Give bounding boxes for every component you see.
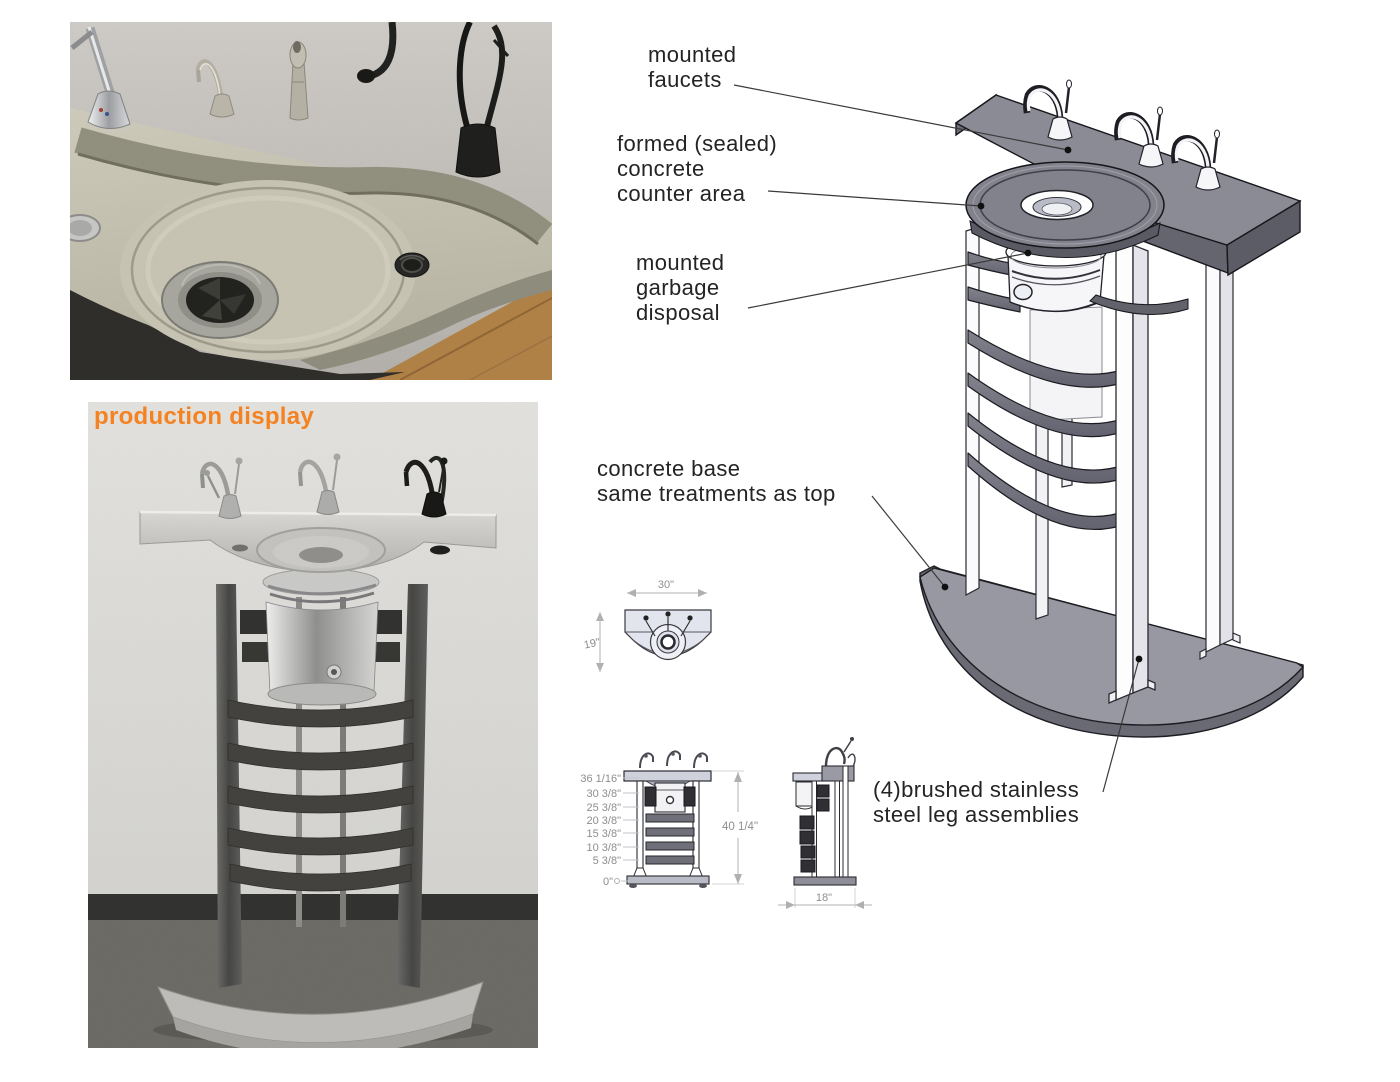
production-display-photo (88, 402, 538, 1048)
front-view-drawing: 36 1/16" 30 3/8" 25 3/8" 20 3/8" 15 3/8"… (580, 750, 758, 888)
counter-detail-photo (70, 22, 552, 380)
production-display-caption: production display (94, 403, 315, 430)
callout-concrete-base: concrete base same treatments as top (597, 456, 836, 507)
cad-basin-disc (965, 161, 1165, 258)
height-mark-0: 36 1/16" (580, 773, 621, 785)
overall-height-dim: 40 1/4" (722, 821, 758, 833)
top-view-width-dim: 30" (658, 579, 674, 591)
side-view-drawing: 18" (778, 737, 872, 909)
height-mark-5: 10 3/8" (587, 842, 622, 854)
counter-detail-photo-art (70, 22, 552, 380)
cad-counter-apron (1089, 294, 1189, 315)
cad-base (919, 565, 1305, 738)
top-view-drawing: 30" 19" (583, 579, 712, 672)
height-mark-4: 15 3/8" (587, 828, 622, 840)
callout-leg-assemblies: (4)brushed stainless steel leg assemblie… (873, 777, 1080, 828)
cad-isometric-model (919, 79, 1305, 738)
height-mark-1: 30 3/8" (587, 788, 622, 800)
top-view-depth-dim: 19" (583, 636, 601, 651)
production-display-photo-art (88, 402, 538, 1048)
cad-faucet-2 (1114, 106, 1164, 168)
height-mark-7: 0" (603, 876, 613, 888)
side-view-depth-dim: 18" (816, 892, 832, 904)
height-mark-6: 5 3/8" (593, 855, 621, 867)
callout-garbage-disposal: mounted garbage disposal (636, 250, 725, 326)
height-mark-2: 25 3/8" (587, 802, 622, 814)
cad-lower-housing (1029, 306, 1103, 422)
callout-concrete-counter: formed (sealed) concrete counter area (617, 131, 778, 207)
cad-faucet-3 (1171, 129, 1221, 191)
callout-mounted-faucets: mounted faucets (648, 42, 737, 93)
height-mark-3: 20 3/8" (587, 815, 622, 827)
